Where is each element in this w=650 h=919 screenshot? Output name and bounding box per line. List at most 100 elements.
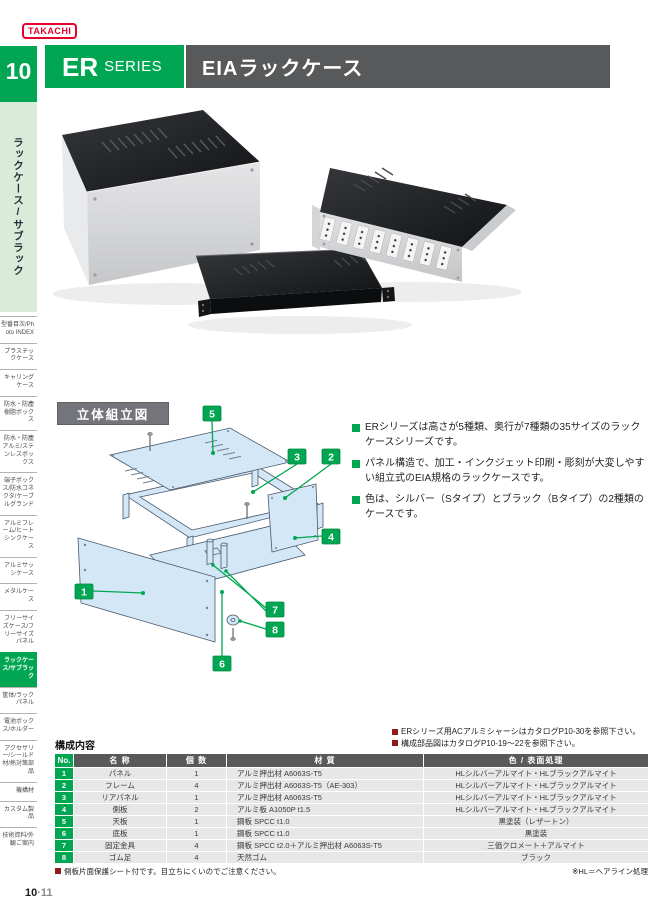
screw <box>147 432 250 519</box>
sidebar-item[interactable]: 防水・防塵樹脂ボックス <box>0 395 37 430</box>
table-cell-no: 4 <box>55 804 74 815</box>
footnote-left-text: 側板片面保護シート付です。目立ちにくいのでご注意ください。 <box>64 867 281 876</box>
table-cell-qty: 1 <box>167 816 227 827</box>
table-cell-name: 底板 <box>74 828 167 839</box>
table-cell-name: フレーム <box>74 780 167 791</box>
series-banner: ER SERIES <box>45 45 184 88</box>
table-cell-fin: HLシルバーアルマイト・HLブラックアルマイト <box>455 769 617 778</box>
feature-item: パネル構造で、加工・インクジェット印刷・彫刻が大変しやすい組立式のEIA規格のラ… <box>352 457 648 486</box>
callout-5: 5 <box>202 405 222 422</box>
table-cell-no: 6 <box>55 828 74 839</box>
reference-note: ERシリーズ用ACアルミシャーシはカタログP10-30を参照下さい。 <box>392 726 650 738</box>
table-cell-fin: 黒塗装 <box>524 829 548 838</box>
sidebar-item[interactable]: カスタム製品 <box>0 800 37 828</box>
sidebar-item[interactable]: アルミサッシケース <box>0 556 37 584</box>
feature-item: 色は、シルバー（Sタイプ）とブラック（Bタイプ）の2種類のケースです。 <box>352 493 648 522</box>
table-caption: 構成内容 <box>55 741 95 752</box>
footnote-left: 側板片面保護シート付です。目立ちにくいのでご注意ください。 <box>55 866 281 877</box>
table-cell-name: 側板 <box>74 804 167 815</box>
table-cell-no: 8 <box>55 852 74 863</box>
svg-text:2: 2 <box>328 452 334 464</box>
sidebar-item[interactable]: 技術資料/外観ご案内 <box>0 827 37 854</box>
table-cell-no: 3 <box>55 792 74 803</box>
top-panel-part <box>108 427 292 491</box>
callout-7: 7 <box>265 601 285 618</box>
table-cell-qty: 1 <box>167 792 227 803</box>
rack-case-large-silver <box>62 110 261 285</box>
table-cell-fin: HLシルバーアルマイト・HLブラックアルマイト <box>455 793 617 802</box>
table-cell-fin: 三価クロメート＋アルマイト <box>487 841 585 850</box>
table-cell-fin: HLシルバーアルマイト・HLブラックアルマイト <box>455 781 617 790</box>
sidebar-item[interactable]: 防水・防塵アルミ/ステンレスボックス <box>0 430 37 472</box>
svg-text:4: 4 <box>328 532 334 544</box>
table-cell-no: 2 <box>55 780 74 791</box>
sidebar-section-tab: ラックケース/サブラック <box>0 102 37 312</box>
sidebar-section-label: ラックケース/サブラック <box>12 137 24 277</box>
table-cell-qty: 1 <box>167 768 227 779</box>
sidebar-item[interactable]: キャリングケース <box>0 369 37 396</box>
svg-text:1: 1 <box>81 587 87 599</box>
shadow <box>188 316 412 334</box>
sidebar-item[interactable]: 端子ボックス/防水コネクタ/ケーブルグランド <box>0 472 37 514</box>
series-word: SERIES <box>104 58 163 75</box>
table-cell-name: リアパネル <box>74 792 167 803</box>
table-header-row: No. 名 称 個 数 材 質 色 / 表面処理 <box>55 754 648 767</box>
table-cell-mat: アルミ押出材 A6063S-T5（AE-303） <box>227 780 424 791</box>
table-cell-name: 天板 <box>74 816 167 827</box>
product-photo <box>53 110 522 334</box>
sidebar-item[interactable]: 筐体/ラックパネル <box>0 686 37 714</box>
table-cell-no: 7 <box>55 840 74 851</box>
sidebar-item[interactable]: アルミフレーム/ヒートシンクケース <box>0 514 37 557</box>
table-cell-no: 1 <box>55 768 74 779</box>
feature-text: 色は、シルバー（Sタイプ）とブラック（Bタイプ）の2種類のケースです。 <box>365 494 644 520</box>
svg-text:7: 7 <box>272 605 278 617</box>
table-header-finish: 色 / 表面処理 <box>508 756 564 765</box>
callout-4: 4 <box>321 528 341 545</box>
table-cell-qty: 4 <box>167 840 227 851</box>
table-cell-mat: アルミ板 A1050P t1.5 <box>227 804 424 815</box>
reference-notes: ERシリーズ用ACアルミシャーシはカタログP10-30を参照下さい。 構成部品図… <box>392 726 650 749</box>
rack-case-slim-black <box>195 248 395 317</box>
takachi-logo: TAKACHI <box>22 23 78 39</box>
table-cell-fin: ブラック <box>521 853 551 862</box>
table-cell-name: パネル <box>74 768 167 779</box>
table-header-name: 名 称 <box>74 754 167 767</box>
table-header-no: No. <box>55 754 74 767</box>
page-number-right: ·11 <box>37 887 53 899</box>
sidebar-item[interactable]: 型番目次/Photo INDEX <box>0 316 37 343</box>
svg-text:3: 3 <box>294 452 300 464</box>
sidebar-item[interactable]: 機構材 <box>0 781 37 801</box>
table-cell-name: 固定金具 <box>74 840 167 851</box>
table-cell-mat: 天然ゴム <box>227 852 424 863</box>
svg-text:6: 6 <box>219 659 225 671</box>
exploded-assembly-diagram: 5 3 2 4 1 7 8 6 <box>74 405 341 672</box>
page-number: 10·11 <box>25 887 53 899</box>
footnote-row: 側板片面保護シート付です。目立ちにくいのでご注意ください。 ※HL＝ヘアライン処… <box>55 866 648 877</box>
bullet-square-icon <box>352 460 360 468</box>
sidebar-item[interactable]: フリーサイズケース/フリーサイズパネル <box>0 609 37 652</box>
note-square-icon <box>392 740 398 747</box>
rubber-foot-part <box>226 614 240 641</box>
sidebar-item-active[interactable]: ラックケース/サブラック <box>0 652 37 687</box>
callout-6: 6 <box>212 655 232 672</box>
callout-3: 3 <box>287 448 307 465</box>
callout-8: 8 <box>265 621 285 638</box>
sidebar-item[interactable]: 電池ボックス/ホルダー <box>0 713 37 740</box>
rack-case-modules-silver <box>312 167 516 282</box>
note-square-icon <box>55 867 61 874</box>
callout-leaders <box>92 420 332 656</box>
table-cell-name: ゴム足 <box>74 852 167 863</box>
table-cell-mat: アルミ押出材 A6063S-T5 <box>227 768 424 779</box>
feature-list: ERシリーズは高さが5種類、奥行が7種類の35サイズのラックケースシリーズです。… <box>352 421 648 529</box>
sidebar-item[interactable]: メタルケース <box>0 583 37 610</box>
sidebar-item[interactable]: プラスチックケース <box>0 342 37 370</box>
sidebar-item[interactable]: アクセサリー/シールド材/熱対策部品 <box>0 739 37 782</box>
